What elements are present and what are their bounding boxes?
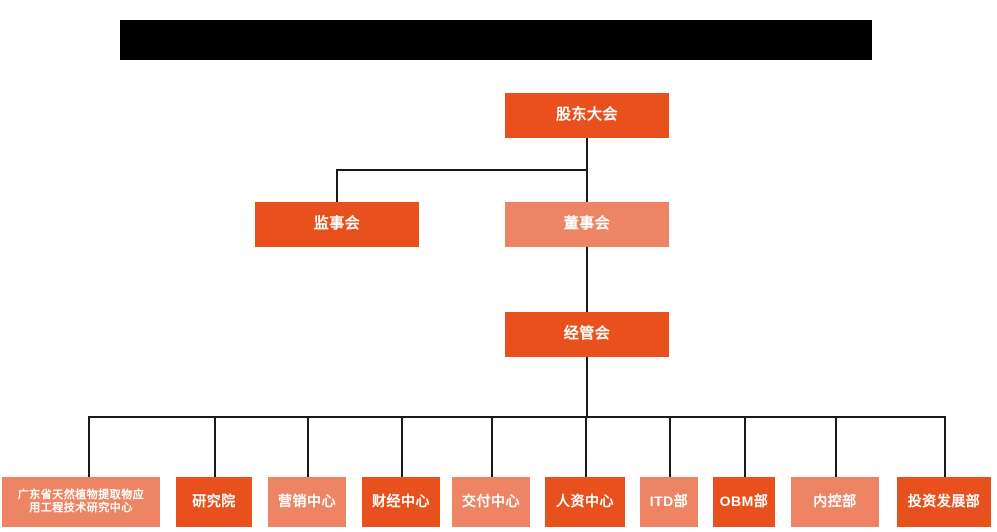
connector-tier2-bus — [336, 169, 588, 171]
connector-department-drop-3 — [401, 416, 403, 477]
node-supervisory-board[interactable]: 监事会 — [255, 202, 419, 247]
department-label: ITD部 — [649, 493, 689, 510]
connector-department-drop-6 — [669, 416, 671, 477]
department-node[interactable]: 交付中心 — [452, 477, 530, 527]
node-label: 股东大会 — [555, 106, 618, 124]
department-label: 研究院 — [192, 493, 236, 510]
redacted-title-bar — [120, 20, 872, 60]
connector-tier4-stem — [586, 357, 588, 417]
connector-department-drop-2 — [307, 416, 309, 477]
node-label: 经管会 — [563, 325, 611, 343]
connector-tier4-bus — [88, 416, 944, 418]
node-board-of-directors[interactable]: 董事会 — [505, 202, 669, 247]
connector-department-drop-0 — [88, 416, 90, 477]
connector-department-drop-9 — [944, 416, 946, 477]
connector-department-drop-5 — [585, 416, 587, 477]
department-node[interactable]: OBM部 — [713, 477, 775, 527]
department-node[interactable]: 广东省天然植物提取物应 用工程技术研究中心 — [2, 477, 160, 527]
department-node[interactable]: 投资发展部 — [897, 477, 991, 527]
department-node[interactable]: 人资中心 — [545, 477, 625, 527]
department-label: OBM部 — [719, 493, 769, 510]
department-label: 内控部 — [813, 493, 857, 510]
department-node[interactable]: ITD部 — [640, 477, 698, 527]
department-label: 交付中心 — [462, 493, 520, 510]
department-node[interactable]: 营销中心 — [268, 477, 346, 527]
node-label: 监事会 — [313, 215, 361, 233]
connector-tier3-stem — [586, 247, 588, 312]
department-node[interactable]: 研究院 — [176, 477, 252, 527]
connector-department-drop-4 — [491, 416, 493, 477]
department-node[interactable]: 财经中心 — [362, 477, 440, 527]
node-management-committee[interactable]: 经管会 — [505, 312, 669, 357]
department-label: 人资中心 — [556, 493, 614, 510]
node-label: 董事会 — [563, 215, 611, 233]
connector-tier2-right-drop — [586, 169, 588, 202]
department-label: 投资发展部 — [907, 493, 981, 510]
connector-department-drop-7 — [744, 416, 746, 477]
department-label: 财经中心 — [372, 493, 430, 510]
connector-department-drop-1 — [214, 416, 216, 477]
department-label: 营销中心 — [278, 493, 336, 510]
connector-department-drop-8 — [835, 416, 837, 477]
department-node[interactable]: 内控部 — [791, 477, 879, 527]
connector-tier2-left-drop — [336, 169, 338, 202]
department-label: 广东省天然植物提取物应 用工程技术研究中心 — [17, 488, 145, 514]
connector-tier1-stem — [586, 138, 588, 170]
node-shareholders-meeting[interactable]: 股东大会 — [505, 93, 669, 138]
